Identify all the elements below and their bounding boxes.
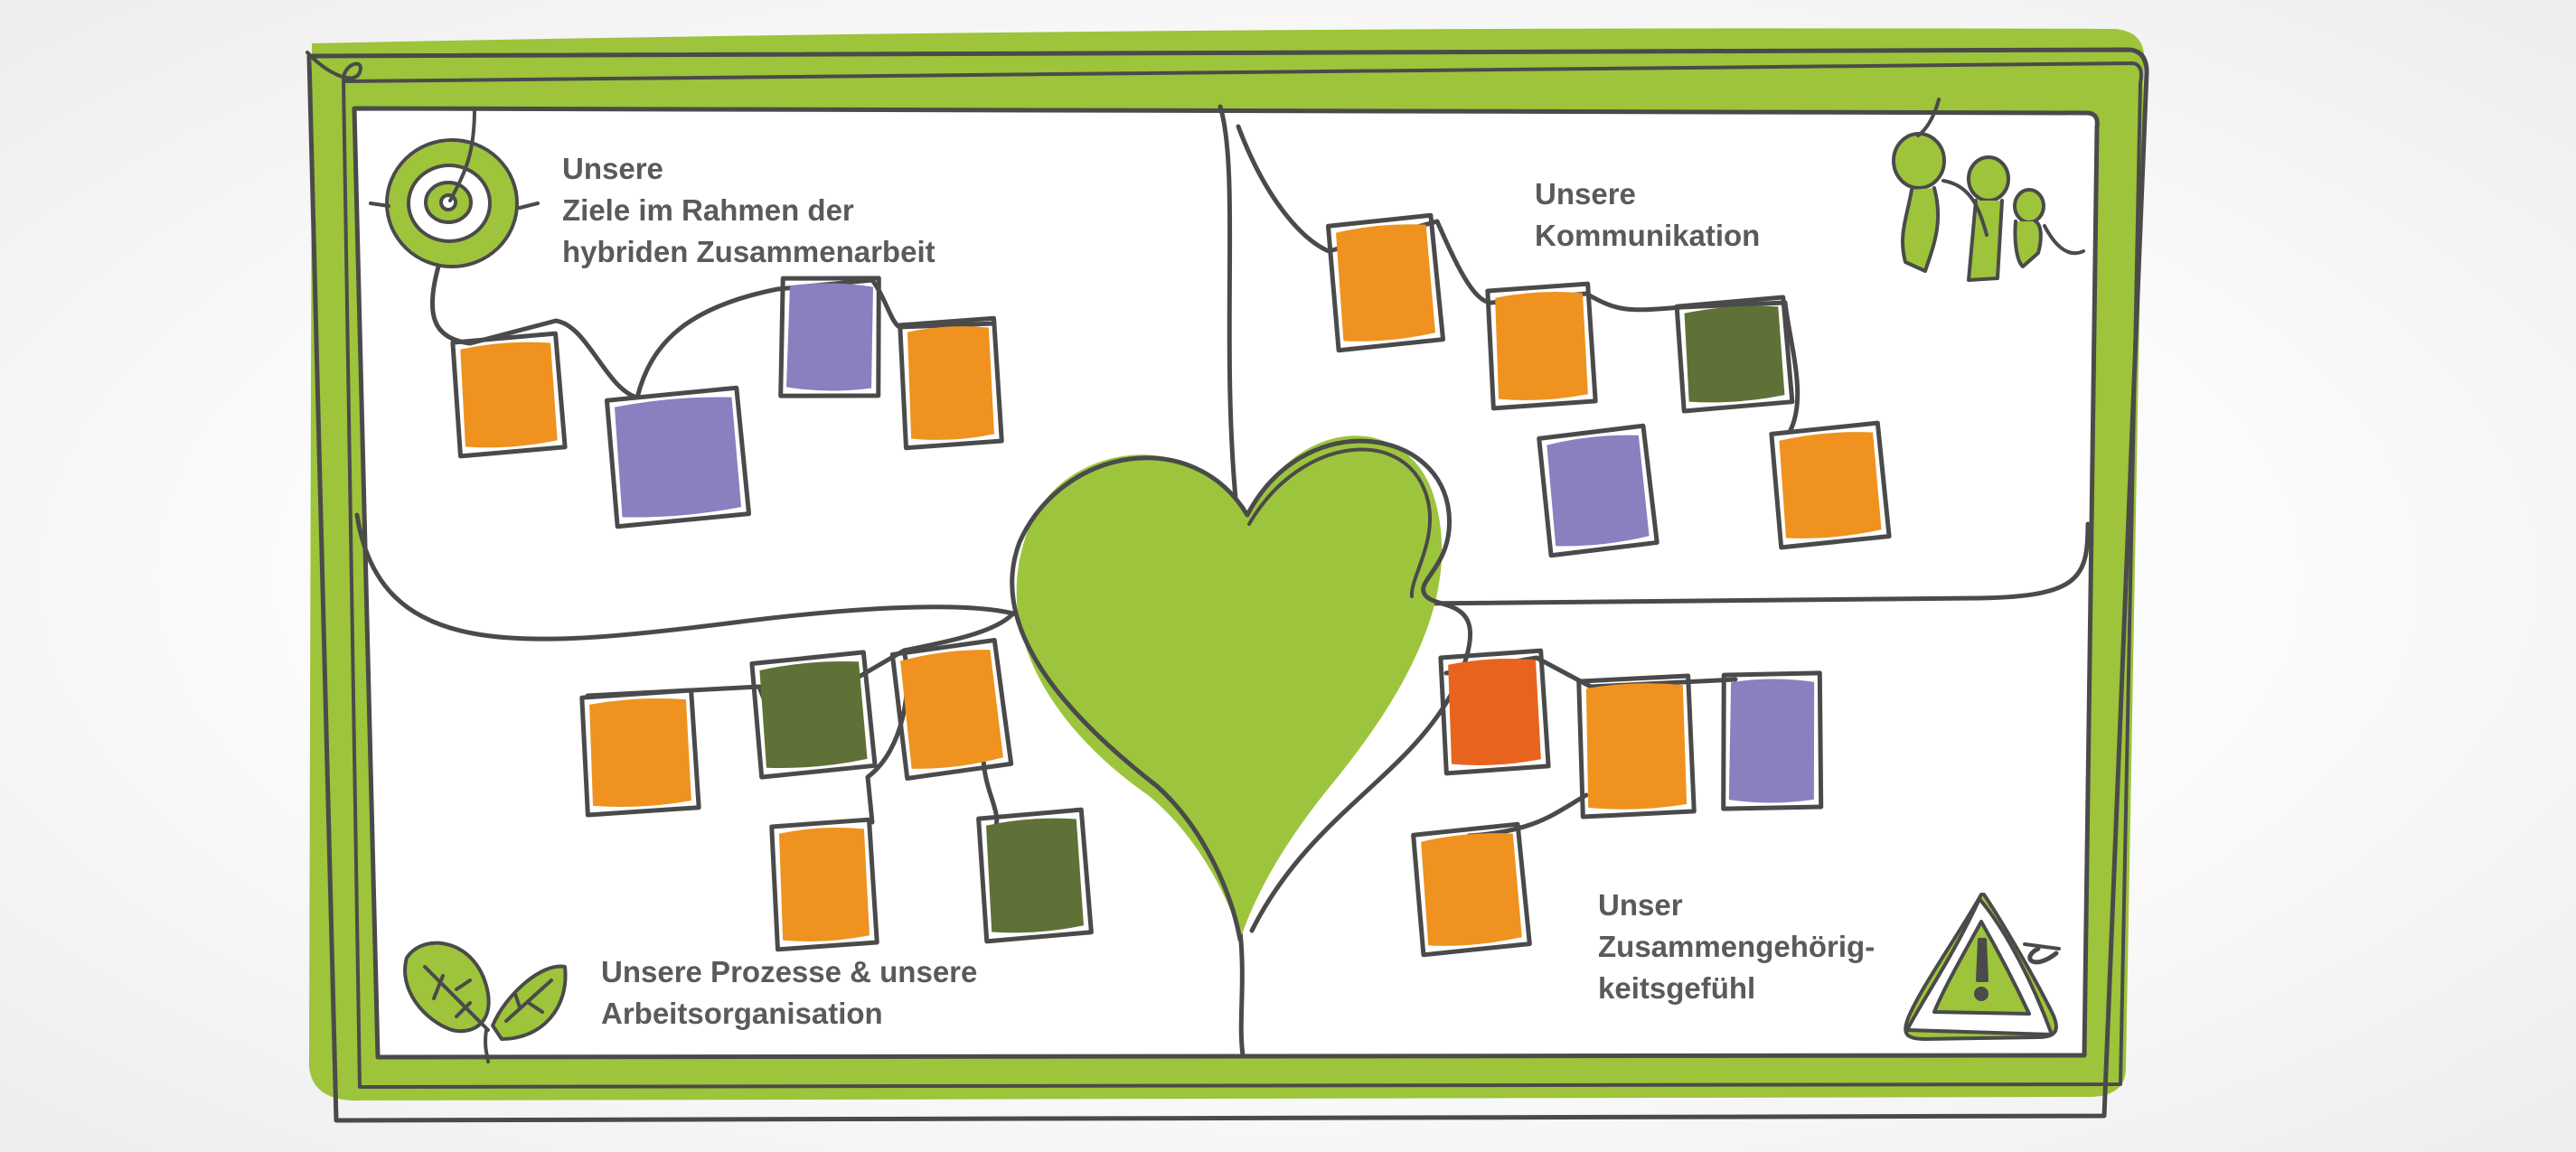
label-processes-line-1: Unsere Prozesse & unsere xyxy=(601,955,978,988)
sticky-note-communication-1 xyxy=(1325,212,1446,353)
label-goals: Unsere Ziele im Rahmen der hybriden Zusa… xyxy=(562,148,935,273)
label-communication-line-1: Unsere xyxy=(1535,177,1636,211)
sticky-note-goals-1 xyxy=(450,331,568,459)
leaves-icon xyxy=(403,941,568,1063)
label-belonging-line-2: Zusammengehörig- xyxy=(1598,930,1876,963)
pin-loop xyxy=(306,51,362,81)
sticky-note-processes-2 xyxy=(749,650,878,780)
target-icon xyxy=(369,107,540,268)
people-icon xyxy=(1892,98,2085,282)
label-communication: Unsere Kommunikation xyxy=(1535,173,1760,257)
sticky-note-communication-5 xyxy=(1769,420,1892,550)
inner-frame-outline xyxy=(342,61,2143,1089)
sticky-note-processes-3 xyxy=(889,638,1014,781)
label-belonging-line-3: keitsgefühl xyxy=(1598,971,1756,1005)
heart-icon xyxy=(1016,436,1443,940)
divider-vertical-bottom xyxy=(1237,928,1246,1058)
divider-top-left xyxy=(354,512,1020,642)
sticky-note-goals-3 xyxy=(778,276,881,398)
label-belonging-line-1: Unser xyxy=(1598,888,1683,922)
divider-top-right xyxy=(1416,521,2091,606)
sticky-note-processes-5 xyxy=(976,807,1094,944)
sticky-note-communication-2 xyxy=(1485,281,1598,411)
heart-inner-line xyxy=(1247,447,1432,598)
sticky-note-belonging-3 xyxy=(1721,670,1824,811)
label-goals-line-3: hybriden Zusammenarbeit xyxy=(562,235,935,268)
sticky-note-processes-1 xyxy=(579,688,701,818)
outer-frame-outline xyxy=(306,47,2149,1123)
label-goals-line-2: Ziele im Rahmen der xyxy=(562,193,854,227)
divider-vertical-top xyxy=(1217,104,1239,510)
sticky-note-processes-4 xyxy=(769,817,879,952)
warning-icon xyxy=(1904,893,2058,1041)
sticky-note-goals-2 xyxy=(604,385,752,529)
sticky-notes xyxy=(450,212,1892,958)
sticky-note-goals-4 xyxy=(898,315,1004,451)
string-communication xyxy=(1236,124,1800,435)
warning-connector xyxy=(2023,942,2061,951)
label-processes-line-2: Arbeitsorganisation xyxy=(601,997,883,1030)
sticky-note-belonging-2 xyxy=(1576,673,1697,820)
heart-outline xyxy=(1010,438,1473,942)
sticky-note-belonging-1 xyxy=(1438,648,1551,776)
sticky-note-communication-3 xyxy=(1674,295,1795,414)
sticky-note-communication-4 xyxy=(1537,423,1659,558)
label-communication-line-2: Kommunikation xyxy=(1535,219,1761,252)
label-belonging: Unser Zusammengehörig- keitsgefühl xyxy=(1598,885,1875,1009)
sticky-note-belonging-4 xyxy=(1411,821,1532,958)
label-goals-line-1: Unsere xyxy=(562,152,663,185)
label-processes: Unsere Prozesse & unsere Arbeitsorganisa… xyxy=(601,951,977,1035)
